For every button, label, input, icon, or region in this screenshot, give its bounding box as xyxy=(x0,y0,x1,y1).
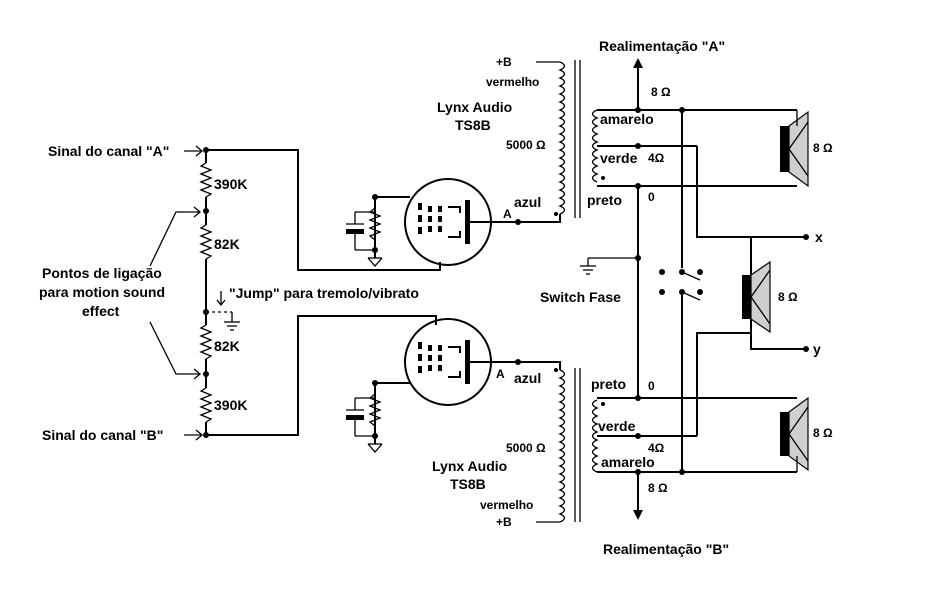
tap-0-b-label: 0 xyxy=(648,379,655,393)
transformer-icon xyxy=(558,368,599,523)
resistor-icon xyxy=(368,207,382,241)
grid-wire-a xyxy=(206,149,441,271)
verde-b-label: verde xyxy=(598,418,636,434)
speaker-icon xyxy=(780,110,809,188)
vermelho-b-label: vermelho xyxy=(480,498,533,512)
speaker-mid-label: 8 Ω xyxy=(778,290,798,304)
feedback-b-label: Realimentação "B" xyxy=(603,541,729,557)
arrow-up-icon xyxy=(633,58,643,110)
resistor-82k-b-label: 82K xyxy=(214,338,240,354)
cathode-network-a xyxy=(346,194,410,267)
resistor-icon xyxy=(368,393,382,427)
speaker-icon xyxy=(780,396,809,472)
pentode-tube-icon xyxy=(404,178,515,266)
preto-b-label: preto xyxy=(591,376,626,392)
arrow-right-icon xyxy=(184,429,204,441)
pontos-label-line2: para motion sound xyxy=(39,284,165,300)
arrow-down-icon xyxy=(633,472,643,520)
resistor-divider xyxy=(199,147,213,438)
resistor-390k-b-label: 390K xyxy=(214,397,247,413)
resistor-icon xyxy=(199,162,213,198)
jump-label: "Jump" para tremolo/vibrato xyxy=(229,285,419,301)
tap-4-b-label: 4Ω xyxy=(648,441,665,455)
capacitor-icon xyxy=(346,229,364,234)
azul-b-label: azul xyxy=(514,370,541,386)
speaker-a-label: 8 Ω xyxy=(813,141,833,155)
switch-fase-label: Switch Fase xyxy=(540,289,621,305)
input-b-label: Sinal do canal "B" xyxy=(42,427,163,443)
verde-a-label: verde xyxy=(600,150,638,166)
plus-b-b-label: +B xyxy=(496,515,512,529)
azul-a-label: azul xyxy=(514,194,541,210)
pointer-arrows xyxy=(149,206,202,380)
anode-a-label: A xyxy=(503,207,512,221)
amarelo-a-label: amarelo xyxy=(600,111,654,127)
tap-4-a-label: 4Ω xyxy=(648,151,665,165)
ground-icon xyxy=(367,443,383,453)
resistor-icon xyxy=(199,224,213,260)
ground-icon xyxy=(580,257,638,275)
arrow-right-icon xyxy=(184,145,204,157)
speaker-icon xyxy=(742,260,771,334)
tap-8-a-label: 8 Ω xyxy=(651,85,671,99)
pontos-label-line3: effect xyxy=(82,303,120,319)
resistor-icon xyxy=(199,324,213,360)
preto-a-label: preto xyxy=(587,192,622,208)
pentode-tube-icon xyxy=(404,318,515,406)
grid-wire-b xyxy=(206,315,437,436)
resistor-82k-a-label: 82K xyxy=(214,236,240,252)
transformer-a-label-line1: Lynx Audio xyxy=(437,99,512,115)
plus-b-a-label: +B xyxy=(496,55,512,69)
jump-ground xyxy=(206,311,240,331)
tap-8-b-label: 8 Ω xyxy=(648,481,668,495)
impedance-b-label: 5000 Ω xyxy=(506,441,546,455)
transformer-a-label-line2: TS8B xyxy=(455,117,491,133)
pontos-label-line1: Pontos de ligação xyxy=(42,265,162,281)
feedback-a-label: Realimentação "A" xyxy=(599,38,725,54)
resistor-icon xyxy=(199,387,213,423)
transformer-b-label-line2: TS8B xyxy=(450,476,486,492)
output-x-wire xyxy=(696,146,806,238)
resistor-390k-a-label: 390K xyxy=(214,176,247,192)
output-y-label: y xyxy=(813,341,821,357)
ground-icon xyxy=(367,257,383,267)
vermelho-a-label: vermelho xyxy=(486,75,539,89)
amarelo-b-label: amarelo xyxy=(601,454,655,470)
input-a-label: Sinal do canal "A" xyxy=(48,143,169,159)
transformer-icon xyxy=(558,60,599,218)
transformer-b-label-line1: Lynx Audio xyxy=(432,458,507,474)
anode-b-label: A xyxy=(496,367,505,381)
capacitor-icon xyxy=(346,415,364,420)
arrow-down-icon xyxy=(216,291,226,307)
output-x-label: x xyxy=(815,229,823,245)
switch-icon xyxy=(659,269,703,301)
cathode-network-b xyxy=(346,380,410,453)
impedance-a-label: 5000 Ω xyxy=(506,138,546,152)
tap-0-a-label: 0 xyxy=(648,190,655,204)
speaker-b-label: 8 Ω xyxy=(813,426,833,440)
